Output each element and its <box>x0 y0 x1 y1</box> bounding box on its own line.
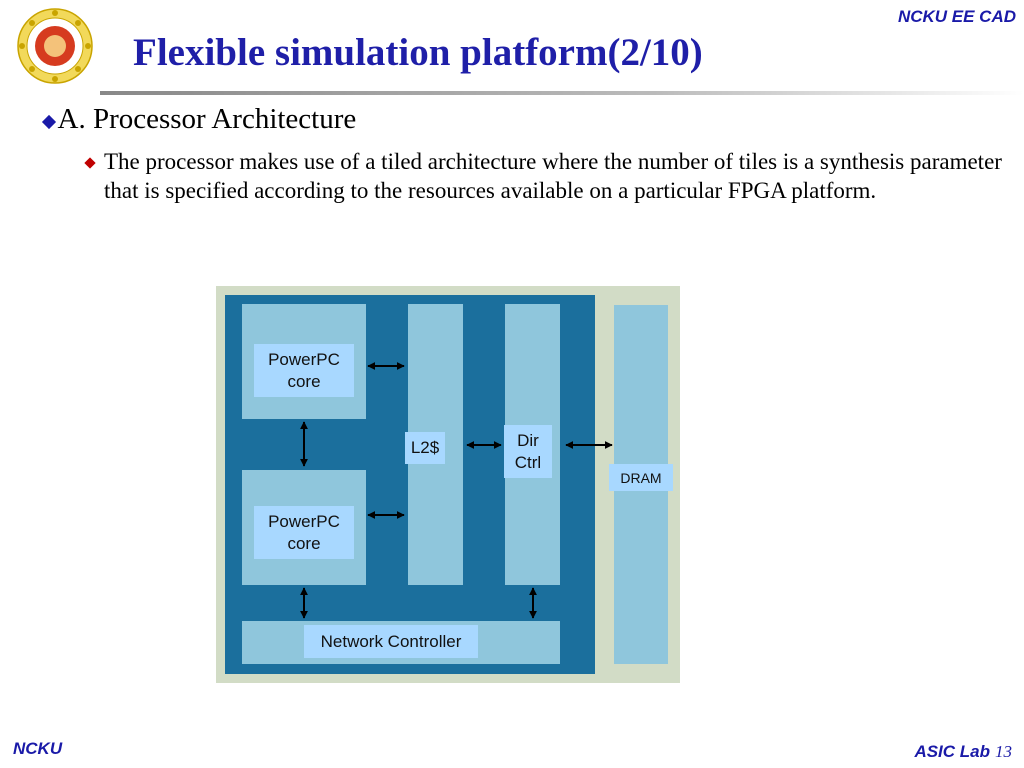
core2-label: PowerPC core <box>254 506 354 559</box>
l2-label: L2$ <box>405 432 445 464</box>
core1-label: PowerPC core <box>254 344 354 397</box>
footer-left: NCKU <box>13 739 63 758</box>
dir-label: Dir Ctrl <box>504 425 552 478</box>
header-tag: NCKU EE CAD <box>897 7 1016 26</box>
page-number: 13 <box>995 742 1012 761</box>
slide-title: Flexible simulation platform(2/10) <box>133 31 703 74</box>
bullet-level2: The processor makes use of a tiled archi… <box>104 149 1002 203</box>
dram-label: DRAM <box>609 464 673 491</box>
bullet-level1: A. Processor Architecture <box>57 103 357 135</box>
connection-arrows <box>300 362 613 619</box>
university-seal-logo <box>17 8 93 84</box>
network-label: Network Controller <box>304 625 478 658</box>
sub-bullet-diamond-icon <box>84 157 96 169</box>
footer-lab: ASIC Lab <box>914 742 990 761</box>
architecture-diagram: PowerPC core PowerPC core L2$ Dir Ctrl D… <box>216 286 680 683</box>
title-divider <box>100 91 1024 95</box>
